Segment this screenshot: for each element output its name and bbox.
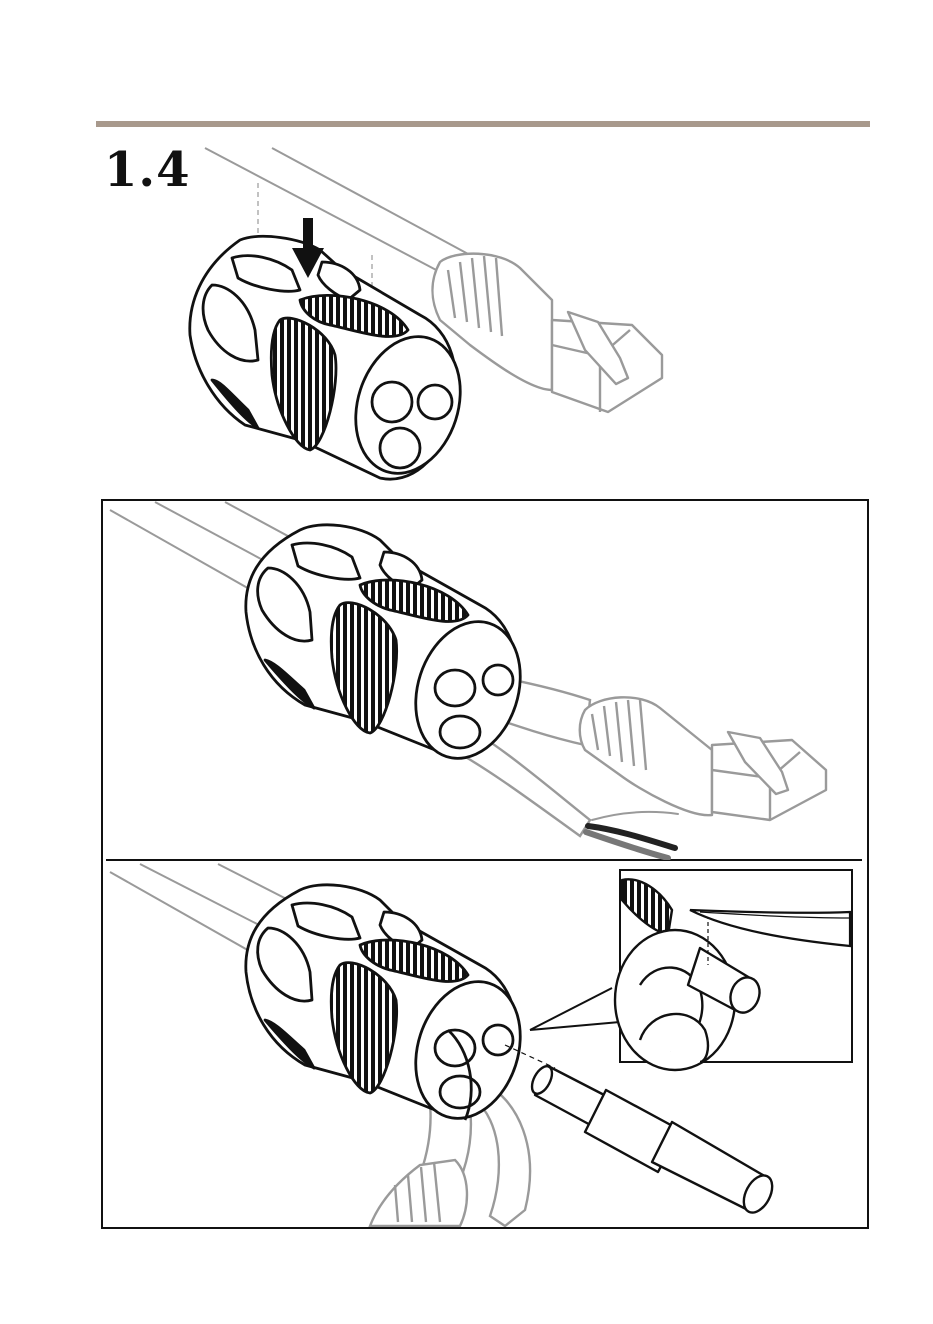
- illustration-gland-with-rj45-plug: [170, 140, 690, 490]
- cable-gland-icon: [246, 525, 537, 772]
- blind-plug-icon: [528, 1063, 778, 1217]
- rj45-plug-icon: [433, 254, 663, 412]
- detail-zoom-icon: [615, 870, 852, 1070]
- illustration-cables-through-gland: [110, 502, 826, 858]
- rj45-plug-icon: [580, 697, 826, 820]
- illustration-seal-plug-insertion: [110, 864, 852, 1226]
- header-rule: [96, 121, 870, 127]
- cable-gland-icon: [246, 885, 537, 1132]
- illustration-frame: [101, 499, 869, 1229]
- illustration-panels: [101, 499, 869, 1229]
- stripped-wires-icon: [586, 812, 678, 858]
